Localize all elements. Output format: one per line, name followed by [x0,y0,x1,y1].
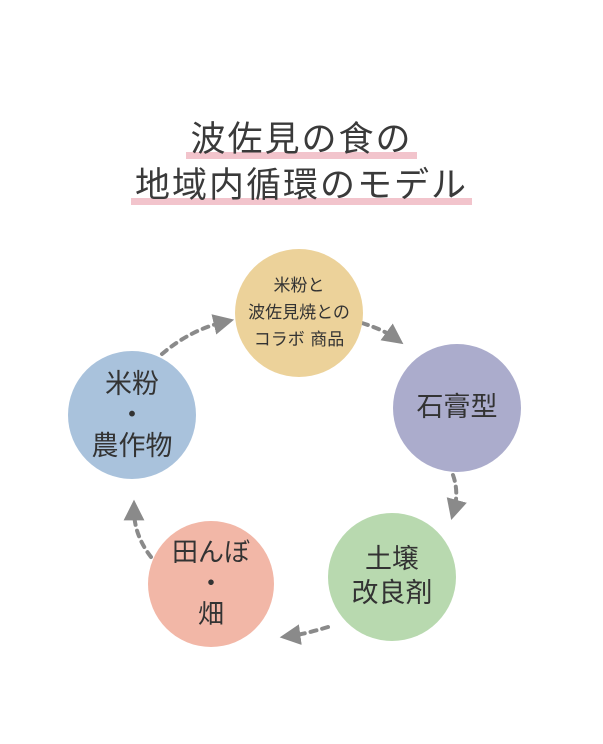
node-plaster-molds: 石膏型 [393,344,521,472]
node-rice-flour-collab-products: 米粉と 波佐見焼との コラボ 商品 [235,249,363,377]
arrow-bottom-left-to-left [123,499,153,559]
node-left-label: 米粉 ・ 農作物 [91,368,173,462]
title-highlight-1 [186,152,417,159]
title-line-2: 地域内循環のモデル [130,164,472,208]
node-bottom-right-label: 土壌 改良剤 [351,544,433,609]
arrow-left-to-top [160,314,235,356]
arrow-right-to-bottom-right [446,473,467,521]
node-rice-flour-crops: 米粉 ・ 農作物 [68,351,196,479]
node-bottom-left-label: 田んぼ ・ 畑 [171,537,250,630]
node-soil-conditioner: 土壌 改良剤 [328,513,456,641]
title-text-2: 地域内循環のモデル [134,166,468,206]
node-rice-paddies-fields: 田んぼ ・ 畑 [148,521,274,647]
title-line-1: 波佐見の食の [186,118,417,162]
node-top-label: 米粉と 波佐見焼との コラボ 商品 [248,275,350,350]
node-right-label: 石膏型 [416,392,498,423]
diagram-title: 波佐見の食の 地域内循環のモデル [0,118,603,208]
arrow-bottom-right-to-bottom-left [279,624,330,645]
title-text-1: 波佐見の食の [190,120,413,160]
title-highlight-2 [130,198,472,205]
arrow-top-to-right [360,321,404,345]
